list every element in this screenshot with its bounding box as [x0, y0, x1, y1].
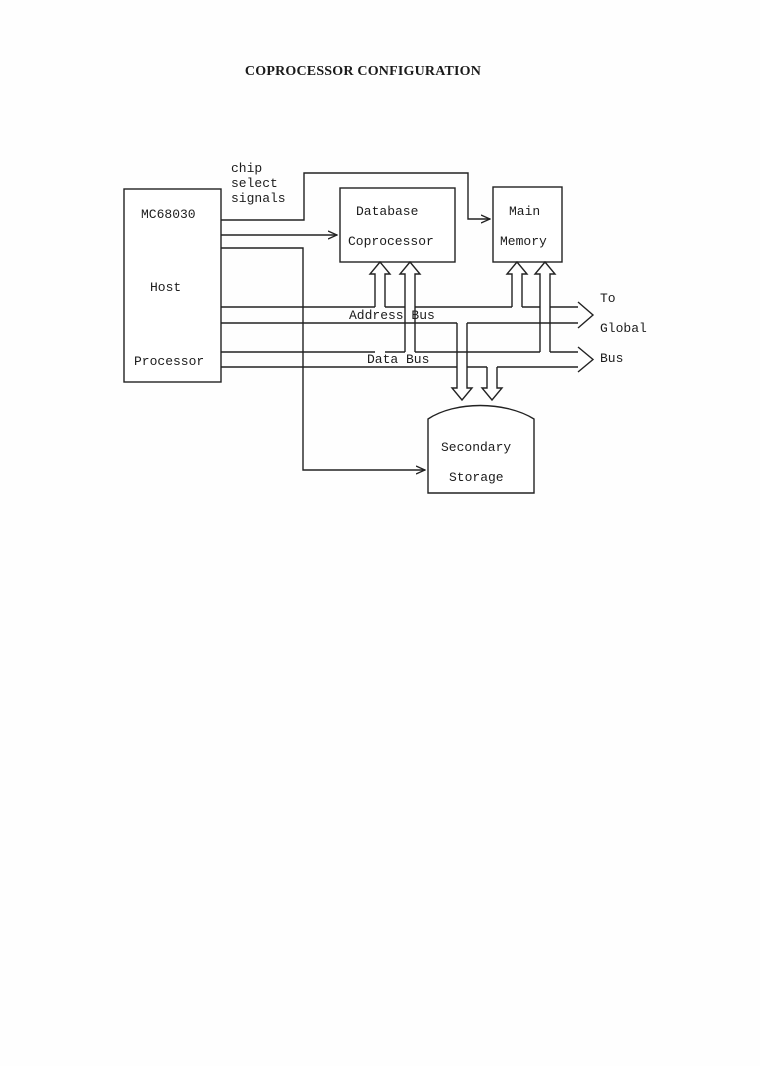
global-bus-label-line2: Global: [600, 321, 647, 336]
address-bus-arrowhead: [577, 301, 595, 329]
global-bus-label-line1: To: [600, 291, 616, 306]
coprocessor-label-line1: Database: [356, 204, 418, 219]
chip-select-memory-line: [221, 172, 490, 220]
storage-label-line1: Secondary: [441, 440, 511, 455]
coprocessor-data-connection: [398, 260, 422, 352]
coprocessor-label-line2: Coprocessor: [348, 234, 434, 249]
diagram-title: COPROCESSOR CONFIGURATION: [244, 64, 482, 79]
chip-select-label-line1: chip: [231, 161, 262, 176]
chip-select-label-line2: select: [231, 176, 278, 191]
chip-select-label-line3: signals: [231, 191, 286, 206]
data-bus-label: Data Bus: [367, 352, 429, 367]
address-bus-label: Address Bus: [349, 308, 435, 323]
global-bus-label-line3: Bus: [600, 351, 623, 366]
host-label: Host: [150, 280, 181, 295]
memory-address-connection: [505, 260, 529, 307]
memory-label-line1: Main: [509, 204, 540, 219]
memory-label-line2: Memory: [500, 234, 547, 249]
storage-address-connection: [450, 323, 474, 402]
processor-label: Processor: [134, 354, 204, 369]
secondary-storage-box: [427, 404, 535, 494]
main-memory-box: [492, 186, 563, 263]
storage-data-connection: [480, 367, 504, 402]
host-model-label: MC68030: [141, 207, 196, 222]
database-coprocessor-box: [339, 187, 456, 263]
storage-label-line2: Storage: [449, 470, 504, 485]
data-bus-arrowhead: [577, 346, 595, 373]
host-processor-box: [123, 188, 222, 383]
storage-control-line: [221, 247, 425, 470]
memory-data-connection: [533, 260, 557, 352]
coprocessor-address-connection: [368, 260, 392, 307]
